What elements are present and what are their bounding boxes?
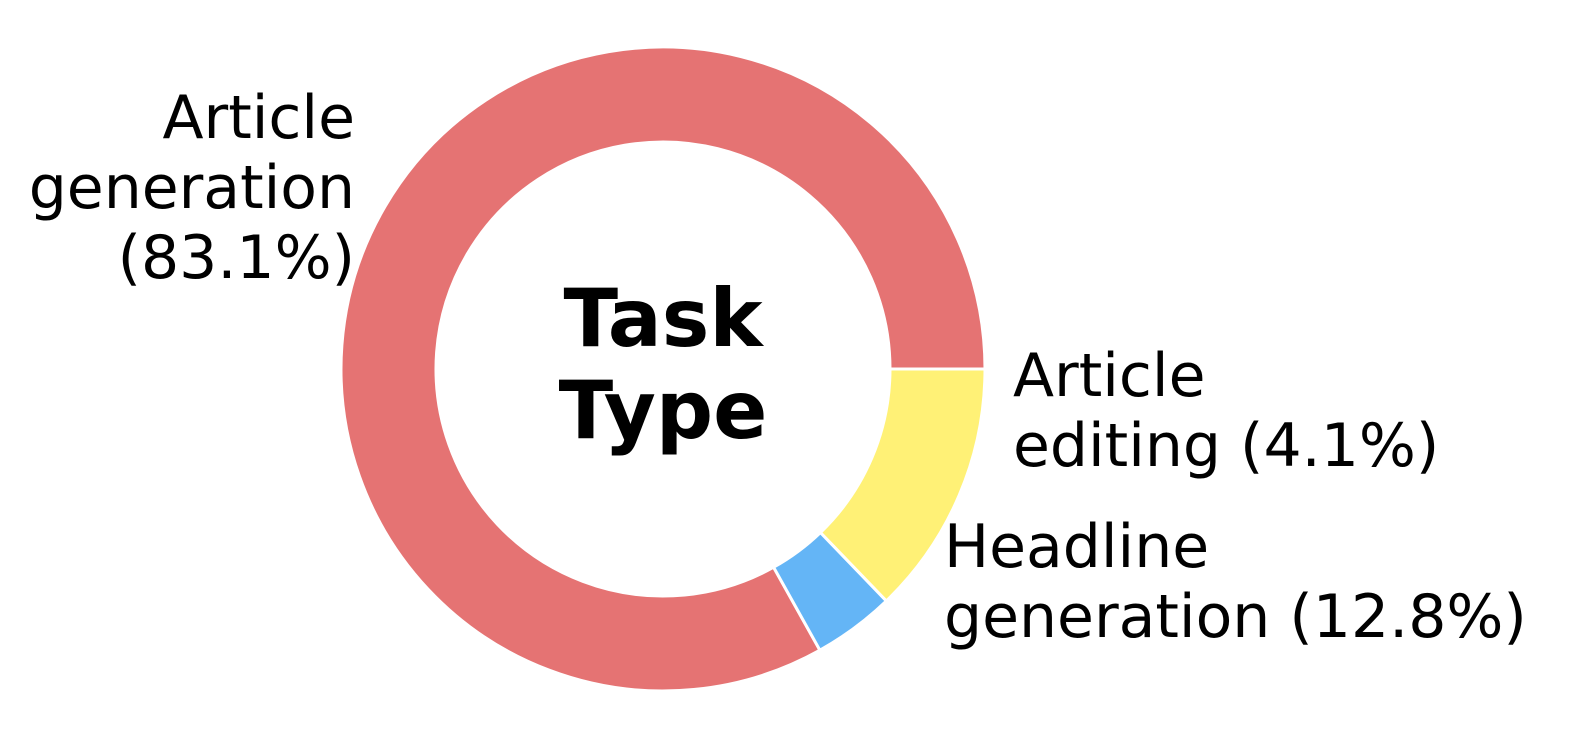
slice-headline-generation — [818, 367, 987, 604]
slice-article-generation — [339, 45, 987, 693]
donut-slices — [339, 45, 987, 693]
